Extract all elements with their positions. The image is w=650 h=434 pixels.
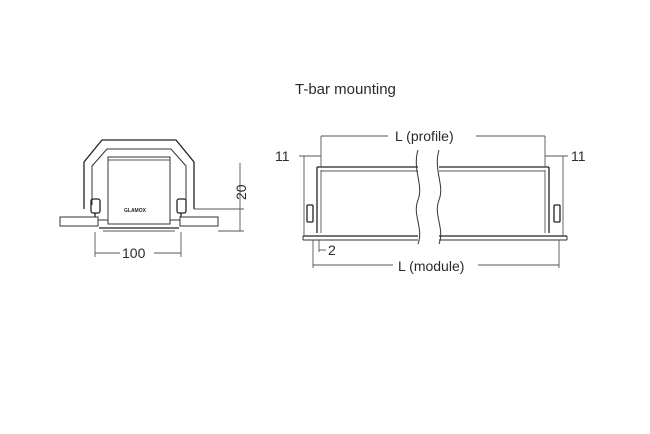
drawing-title: T-bar mounting <box>295 81 396 98</box>
mounting-clip-left <box>306 204 314 223</box>
gap-dimension: 2 <box>312 240 336 268</box>
cross-section-view: GLAMOX 100 20 <box>59 139 249 261</box>
mounting-clip-right <box>553 204 561 223</box>
break-mark-left <box>415 149 421 245</box>
side-view: L (profile) 11 11 2 L (module) <box>275 128 586 274</box>
left-offset-dimension: 11 <box>275 148 321 236</box>
module-length-dimension: L (module) <box>313 240 560 274</box>
ceiling-tbar-right <box>179 216 219 227</box>
brand-logo: GLAMOX <box>124 208 147 214</box>
break-mark-right <box>436 149 442 245</box>
luminaire-body <box>107 156 171 225</box>
mounting-clip-left <box>90 198 101 217</box>
profile-length-dimension: L (profile) <box>320 128 546 167</box>
width-dimension-label: 100 <box>122 245 146 261</box>
mounting-clip-right <box>176 198 187 217</box>
right-offset-dimension: 11 <box>545 148 586 236</box>
right-offset-label: 11 <box>571 148 586 164</box>
profile-length-label: L (profile) <box>395 128 454 144</box>
luminaire-housing-outline <box>83 139 195 209</box>
height-dimension-label: 20 <box>233 184 249 200</box>
height-dimension: 20 <box>194 163 249 232</box>
gap-label: 2 <box>328 242 336 258</box>
width-dimension: 100 <box>94 232 182 261</box>
ceiling-tbar-left <box>59 216 99 227</box>
left-offset-label: 11 <box>275 148 290 164</box>
module-length-label: L (module) <box>398 258 464 274</box>
luminaire-housing-inner <box>91 148 187 205</box>
